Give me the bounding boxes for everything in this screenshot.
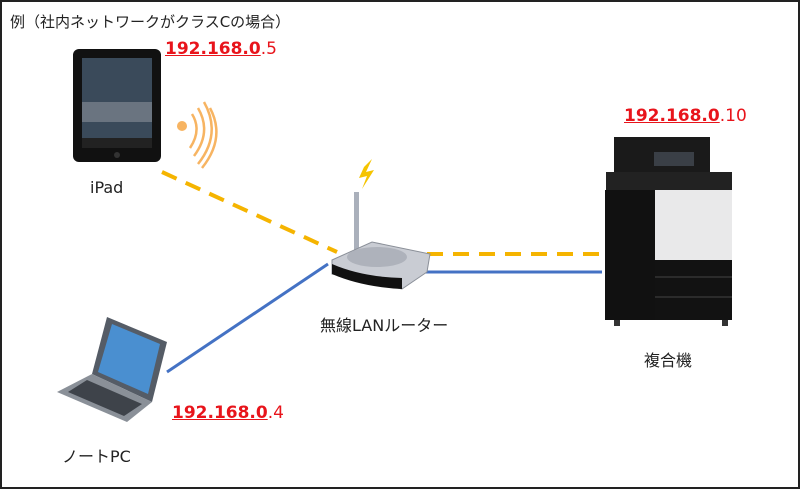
laptop-icon: [57, 317, 167, 422]
laptop-ip-network: 192.168.0: [172, 403, 268, 423]
wireless-link-ipad: [161, 170, 338, 254]
printer-ip-host: .10: [719, 106, 747, 126]
router-icon: [331, 159, 431, 290]
laptop-label: ノートPC: [62, 447, 131, 466]
laptop-ip-host: .4: [267, 403, 284, 423]
laptop-ip-address: 192.168.0.4: [172, 403, 284, 423]
printer-label: 複合機: [644, 351, 693, 370]
wifi-signal-icon: [177, 101, 218, 169]
ipad-label: iPad: [90, 178, 124, 197]
router-label: 無線LANルーター: [320, 316, 449, 335]
ipad-ip-host: .5: [260, 39, 277, 59]
ipad-ip-address: 192.168.0.5: [165, 39, 277, 59]
ipad-icon: [73, 49, 161, 162]
diagram-title: 例（社内ネットワークがクラスCの場合）: [10, 13, 291, 31]
wired-link-laptop: [166, 262, 329, 374]
ipad-ip-network: 192.168.0: [165, 39, 261, 59]
printer-icon: [605, 137, 732, 326]
printer-ip-address: 192.168.0.10: [624, 106, 747, 126]
printer-ip-network: 192.168.0: [624, 106, 720, 126]
